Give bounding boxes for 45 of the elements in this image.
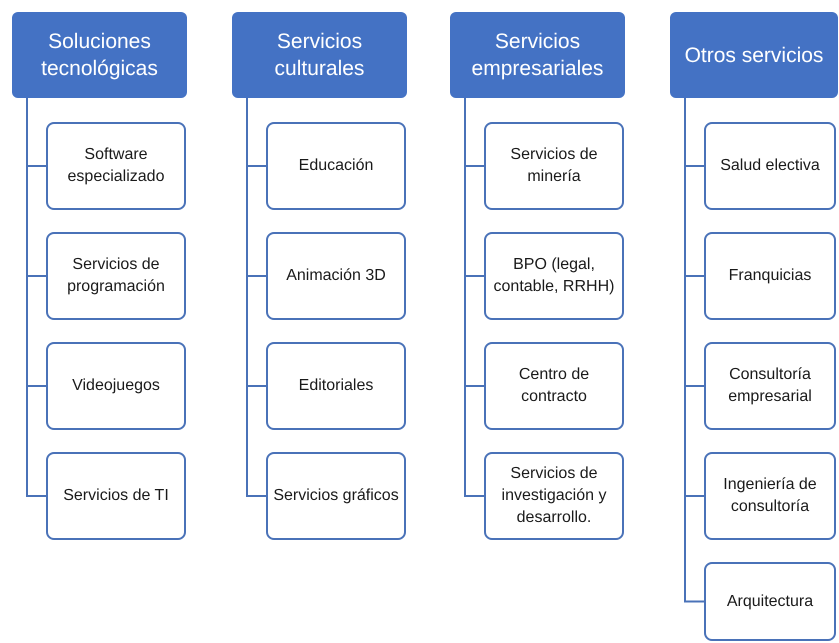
item-box [484,342,624,430]
item-box [484,122,624,210]
item-text: Editoriales [298,376,374,396]
item-box [46,342,186,430]
item-box [704,122,836,210]
item-box [704,342,836,430]
item-text: Ingeniería de consultoría [722,475,818,517]
item-text: Franquicias [728,266,812,286]
item-text: Servicios de programación [66,255,166,297]
item-box [266,122,406,210]
item-text: BPO (legal, contable, RRHH) [492,255,616,297]
item-text: Videojuegos [72,376,160,396]
item-box [484,232,624,320]
item-text: Servicios de minería [509,145,599,187]
item-text: Animación 3D [286,266,386,286]
item-box [704,562,836,641]
connector-line [26,98,46,497]
item-box [484,452,624,540]
item-text: Salud electiva [720,156,820,176]
item-box [266,342,406,430]
category-header-box [232,12,407,98]
item-box [704,452,836,540]
item-text: Arquitectura [726,592,814,612]
category-header-box [670,12,838,98]
connector-line [246,98,266,497]
item-text: Educación [298,156,374,176]
header-text: Servicios culturales [274,29,366,82]
item-box [266,452,406,540]
item-text: Servicios de investigación y desarrollo. [500,464,608,528]
header-text: Servicios empresariales [470,29,604,82]
item-box [704,232,836,320]
header-text: Soluciones tecnológicas [40,29,159,82]
item-text: Servicios gráficos [273,486,399,506]
connector-line [464,98,484,497]
item-box [46,232,186,320]
item-box [266,232,406,320]
item-text: Consultoría empresarial [727,365,813,407]
item-box [46,122,186,210]
category-header-box [450,12,625,98]
category-header-box [12,12,187,98]
item-text: Centro de contracto [518,365,590,407]
item-text: Servicios de TI [63,486,169,506]
item-text: Software especializado [66,145,166,187]
header-text: Otros servicios [684,42,824,68]
item-box [46,452,186,540]
